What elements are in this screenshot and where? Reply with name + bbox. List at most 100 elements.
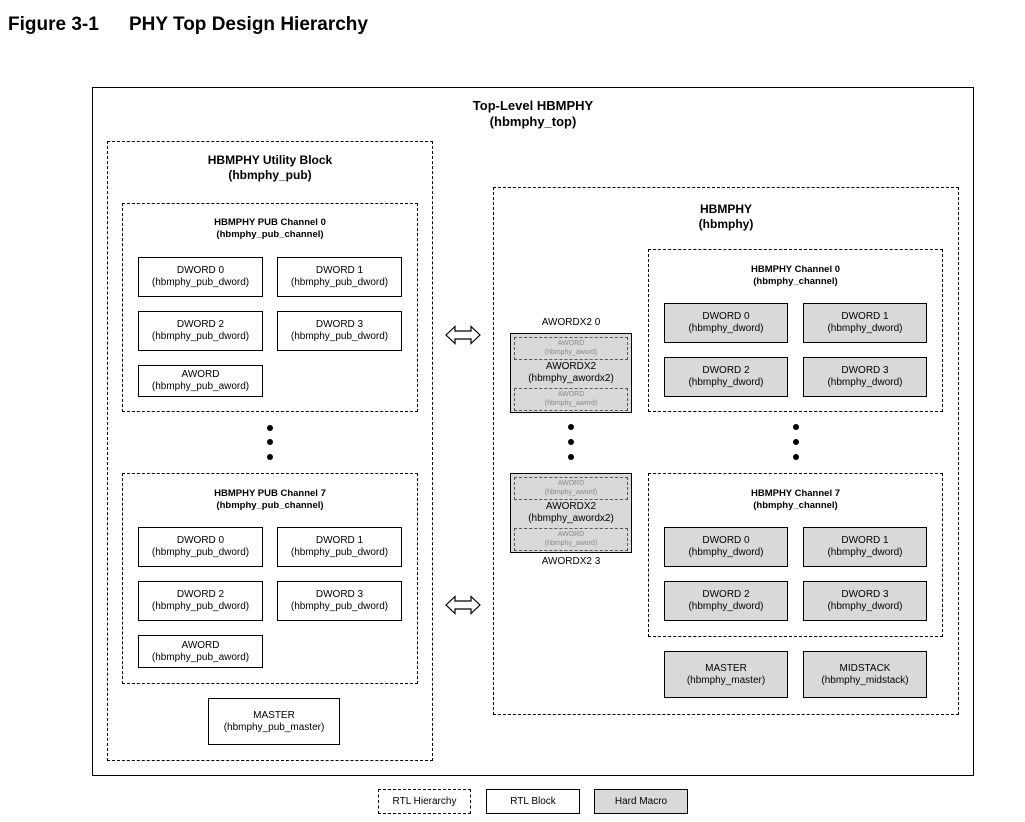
block-name: DWORD 0 xyxy=(702,311,750,322)
pub-ch0-dword-1: DWORD 1 (hbmphy_pub_dword) xyxy=(277,257,402,297)
block-name: DWORD 0 xyxy=(702,535,750,546)
block-name: DWORD 2 xyxy=(176,589,225,600)
block-module: (hbmphy_dword) xyxy=(827,601,903,612)
ch0-dword-0: DWORD 0 (hbmphy_dword) xyxy=(664,303,788,343)
block-module: (hbmphy_dword) xyxy=(688,323,764,334)
block-name: DWORD 0 xyxy=(176,265,225,276)
awordx2-3-main: AWORDX2 (hbmphy_awordx2) xyxy=(511,501,631,525)
block-module: (hbmphy_dword) xyxy=(827,547,903,558)
pub-ch0-aword: AWORD (hbmphy_pub_aword) xyxy=(138,365,263,397)
top-level-header: Top-Level HBMPHY (hbmphy_top) xyxy=(93,98,973,131)
awordx2-name: AWORDX2 xyxy=(545,361,597,372)
block-name: DWORD 2 xyxy=(702,589,750,600)
pub-master: MASTER (hbmphy_pub_master) xyxy=(208,698,340,745)
ellipsis-dot xyxy=(568,439,574,445)
awordx2-3-label: AWORDX2 3 xyxy=(541,556,601,567)
pub-ch0-dword-3: DWORD 3 (hbmphy_pub_dword) xyxy=(277,311,402,351)
awordx2-3: AWORD (hbmphy_aword) AWORDX2 (hbmphy_awo… xyxy=(510,473,632,553)
aword-name: AWORD xyxy=(557,531,585,539)
pub-ch7-dword-3: DWORD 3 (hbmphy_pub_dword) xyxy=(277,581,402,621)
block-name: AWORD xyxy=(181,369,220,380)
block-module: (hbmphy_dword) xyxy=(827,377,903,388)
aword-module: (hbmphy_aword) xyxy=(544,399,598,407)
hbmphy-block: HBMPHY (hbmphy) xyxy=(493,187,959,715)
awordx2-3-aword-bottom: AWORD (hbmphy_aword) xyxy=(514,528,628,551)
block-module: (hbmphy_master) xyxy=(686,674,766,686)
hbmphy-name: HBMPHY xyxy=(699,202,752,216)
awordx2-0-main: AWORDX2 (hbmphy_awordx2) xyxy=(511,361,631,385)
block-module: (hbmphy_pub_dword) xyxy=(151,547,250,558)
legend-hard-macro: Hard Macro xyxy=(594,789,688,814)
top-level-module: (hbmphy_top) xyxy=(489,114,577,130)
pub-ch7-dword-2: DWORD 2 (hbmphy_pub_dword) xyxy=(138,581,263,621)
hbmphy-channel-0: HBMPHY Channel 0 (hbmphy_channel) xyxy=(648,249,943,412)
awordx2-0-aword-top: AWORD (hbmphy_aword) xyxy=(514,337,628,360)
block-name: DWORD 3 xyxy=(315,319,364,330)
block-name: DWORD 3 xyxy=(841,589,889,600)
aword-module: (hbmphy_aword) xyxy=(544,488,598,496)
top-level-hbmphy-box: Top-Level HBMPHY (hbmphy_top) xyxy=(92,87,974,776)
ellipsis-dot xyxy=(267,439,273,445)
block-name: DWORD 1 xyxy=(841,535,889,546)
hbmphy-channel-7-module: (hbmphy_channel) xyxy=(753,499,838,511)
hbmphy-midstack: MIDSTACK (hbmphy_midstack) xyxy=(803,651,927,698)
block-name: DWORD 3 xyxy=(841,365,889,376)
hbmphy-channel-0-header: HBMPHY Channel 0 (hbmphy_channel) xyxy=(649,264,942,288)
hbmphy-channel-0-module: (hbmphy_channel) xyxy=(753,275,838,287)
aword-name: AWORD xyxy=(557,391,585,399)
utility-module: (hbmphy_pub) xyxy=(228,168,312,182)
awordx2-0: AWORD (hbmphy_aword) AWORDX2 (hbmphy_awo… xyxy=(510,333,632,413)
awordx2-module: (hbmphy_awordx2) xyxy=(528,513,614,524)
legend-rtl-hierarchy: RTL Hierarchy xyxy=(378,789,471,814)
ellipsis-dot xyxy=(568,424,574,430)
pub-channel-0-module: (hbmphy_pub_channel) xyxy=(216,228,324,240)
ch0-dword-1: DWORD 1 (hbmphy_dword) xyxy=(803,303,927,343)
hbmphy-module: (hbmphy) xyxy=(698,217,754,231)
block-name: DWORD 2 xyxy=(176,319,225,330)
ellipsis-dot xyxy=(793,439,799,445)
aword-module: (hbmphy_aword) xyxy=(544,348,598,356)
awordx2-3-aword-top: AWORD (hbmphy_aword) xyxy=(514,477,628,500)
awordx2-0-aword-bottom: AWORD (hbmphy_aword) xyxy=(514,388,628,411)
block-name: MIDSTACK xyxy=(839,662,891,674)
pub-channel-7: HBMPHY PUB Channel 7 (hbmphy_pub_channel… xyxy=(122,473,418,684)
block-module: (hbmphy_pub_aword) xyxy=(151,381,250,392)
double-arrow-icon xyxy=(445,325,481,345)
block-module: (hbmphy_pub_dword) xyxy=(290,547,389,558)
aword-module: (hbmphy_aword) xyxy=(544,539,598,547)
ch0-dword-3: DWORD 3 (hbmphy_dword) xyxy=(803,357,927,397)
block-module: (hbmphy_dword) xyxy=(688,601,764,612)
awordx2-name: AWORDX2 xyxy=(545,501,597,512)
ch7-dword-0: DWORD 0 (hbmphy_dword) xyxy=(664,527,788,567)
double-arrow-icon xyxy=(445,595,481,615)
block-name: MASTER xyxy=(705,662,747,674)
awordx2-module: (hbmphy_awordx2) xyxy=(528,373,614,384)
pub-channel-7-module: (hbmphy_pub_channel) xyxy=(216,499,324,511)
block-name: AWORD xyxy=(181,639,220,651)
utility-header: HBMPHY Utility Block (hbmphy_pub) xyxy=(108,153,432,183)
block-name: DWORD 1 xyxy=(315,535,364,546)
pub-ch7-aword: AWORD (hbmphy_pub_aword) xyxy=(138,635,263,668)
hbmphy-channel-0-name: HBMPHY Channel 0 xyxy=(750,264,841,275)
block-module: (hbmphy_pub_dword) xyxy=(151,331,250,342)
block-module: (hbmphy_pub_dword) xyxy=(290,601,389,612)
ellipsis-dot xyxy=(793,424,799,430)
hbmphy-master: MASTER (hbmphy_master) xyxy=(664,651,788,698)
ellipsis-dot xyxy=(267,454,273,460)
aword-name: AWORD xyxy=(557,340,585,348)
block-name: DWORD 3 xyxy=(315,589,364,600)
pub-channel-0: HBMPHY PUB Channel 0 (hbmphy_pub_channel… xyxy=(122,203,418,412)
pub-ch0-dword-2: DWORD 2 (hbmphy_pub_dword) xyxy=(138,311,263,351)
block-name: DWORD 1 xyxy=(315,265,364,276)
figure-caption: PHY Top Design Hierarchy xyxy=(129,14,368,35)
legend-rtl-block: RTL Block xyxy=(486,789,580,814)
aword-name: AWORD xyxy=(557,480,585,488)
top-level-name: Top-Level HBMPHY xyxy=(472,98,594,113)
ch7-dword-3: DWORD 3 (hbmphy_dword) xyxy=(803,581,927,621)
pub-channel-7-name: HBMPHY PUB Channel 7 xyxy=(214,488,326,499)
ellipsis-dot xyxy=(568,454,574,460)
block-name: DWORD 0 xyxy=(176,535,225,546)
awordx2-0-label: AWORDX2 0 xyxy=(541,317,601,328)
pub-ch0-dword-0: DWORD 0 (hbmphy_pub_dword) xyxy=(138,257,263,297)
